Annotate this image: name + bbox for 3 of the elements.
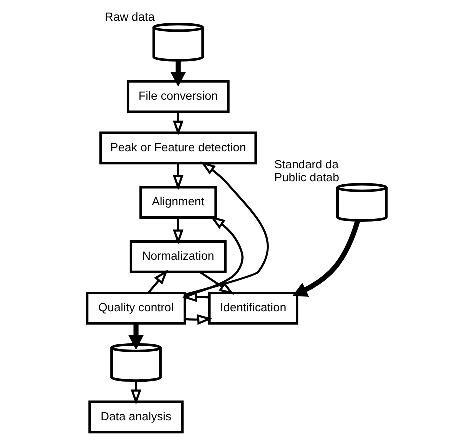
node-label: Public datab — [274, 170, 340, 184]
node-label: Raw data — [105, 10, 155, 24]
node-label: Standard da — [274, 158, 339, 172]
